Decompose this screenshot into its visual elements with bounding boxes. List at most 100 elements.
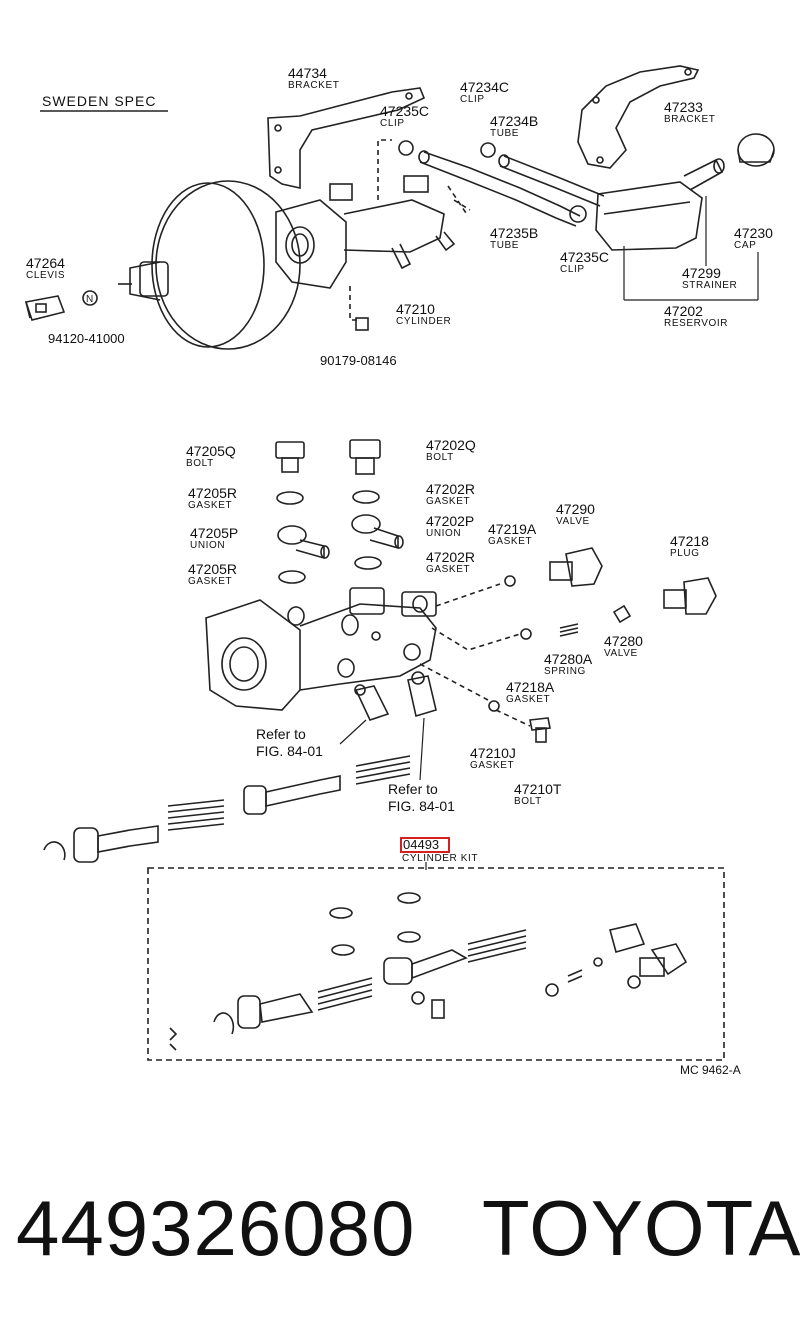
bracket-44734-shape xyxy=(267,87,426,189)
part-number: 47205R xyxy=(188,485,238,501)
part-number: 47202Q xyxy=(426,437,476,453)
refer-figure: FIG. 84-01 xyxy=(388,798,455,814)
piston-assembly-shape xyxy=(43,755,411,863)
reservoir-shape xyxy=(595,158,725,251)
spec-title: SWEDEN SPEC xyxy=(42,93,157,109)
part-name: BOLT xyxy=(186,458,214,469)
gasket-47202r-b-shape xyxy=(354,556,382,570)
part-number: 47234B xyxy=(490,113,539,129)
part-name: STRAINER xyxy=(682,280,738,291)
part-name: CLIP xyxy=(560,264,585,275)
refer-line: Refer to xyxy=(388,781,438,797)
part-number: 47205Q xyxy=(186,443,236,459)
refer-line: Refer to xyxy=(256,726,306,742)
figure-code: MC 9462-A xyxy=(680,1063,741,1077)
switch-left-shape xyxy=(354,684,390,721)
gasket-47205r-b-shape xyxy=(278,570,306,584)
part-number-94120: 94120-41000 xyxy=(48,331,125,346)
brake-booster-shape xyxy=(118,180,301,350)
part-number: 47210J xyxy=(470,745,516,761)
refer-figure: FIG. 84-01 xyxy=(256,743,323,759)
part-name: CLIP xyxy=(380,118,405,129)
part-number: 47264 xyxy=(26,255,65,271)
part-name: UNION xyxy=(426,528,462,539)
refer-leader-right xyxy=(419,717,425,781)
gasket-47210j-shape xyxy=(488,700,500,712)
part-name: GASKET xyxy=(488,536,533,547)
clip-47235c-a-shape xyxy=(398,140,414,156)
part-name: RESERVOIR xyxy=(664,318,729,329)
refer-leader-left xyxy=(339,719,367,745)
bracket-47233-shape xyxy=(577,65,700,169)
part-number-90179: 90179-08146 xyxy=(320,353,397,368)
part-name: TUBE xyxy=(490,128,520,139)
part-number: 47219A xyxy=(488,521,537,537)
switch-right-shape xyxy=(407,671,437,718)
part-name: TUBE xyxy=(490,240,520,251)
part-number: 47218 xyxy=(670,533,709,549)
footer-brand: TOYOTA xyxy=(482,1184,800,1272)
bolt-47205q-shape xyxy=(275,441,305,473)
nut-letter: N xyxy=(86,294,93,305)
part-name: CYLINDER xyxy=(396,316,452,327)
kit-name: CYLINDER KIT xyxy=(402,853,479,864)
part-name: CLIP xyxy=(460,94,485,105)
dashed-guides-top xyxy=(349,139,471,321)
part-name: GASKET xyxy=(470,760,515,771)
part-name: BRACKET xyxy=(664,114,716,125)
refer-note-right: Refer to FIG. 84-01 xyxy=(388,782,455,813)
gasket-47202r-a-shape xyxy=(352,490,380,504)
part-number: 47210 xyxy=(396,301,435,317)
part-name: VALVE xyxy=(604,648,638,659)
bolt-90179-shape xyxy=(355,317,369,331)
part-number: 47290 xyxy=(556,501,595,517)
part-name: SPRING xyxy=(544,666,586,677)
part-number: 47299 xyxy=(682,265,721,281)
part-number: 47235C xyxy=(380,103,430,119)
part-name: GASKET xyxy=(506,694,551,705)
part-name: VALVE xyxy=(556,516,590,527)
part-number: 47218A xyxy=(506,679,555,695)
master-cylinder-top-shape xyxy=(275,175,456,289)
part-number: 47280 xyxy=(604,633,643,649)
kit-number: 04493 xyxy=(403,837,440,852)
part-name: GASKET xyxy=(188,500,233,511)
part-number: 47210T xyxy=(514,781,562,797)
plug-47218-shape xyxy=(663,577,717,615)
part-number: 44734 xyxy=(288,65,327,81)
part-number: 47205R xyxy=(188,561,238,577)
part-name: GASKET xyxy=(426,564,471,575)
part-number: 47202R xyxy=(426,481,476,497)
part-name: UNION xyxy=(190,540,226,551)
part-name: GASKET xyxy=(188,576,233,587)
reservoir-group-lines xyxy=(623,196,759,301)
union-47205p-shape xyxy=(277,525,330,560)
exploded-parts-diagram: N xyxy=(24,65,775,1061)
kit-contents-shape xyxy=(169,892,688,1051)
part-name: PLUG xyxy=(670,548,700,559)
master-cylinder-body-shape xyxy=(205,587,437,711)
spring-47280a-shape xyxy=(559,623,579,637)
part-number: 47233 xyxy=(664,99,703,115)
part-number: 47234C xyxy=(460,79,510,95)
